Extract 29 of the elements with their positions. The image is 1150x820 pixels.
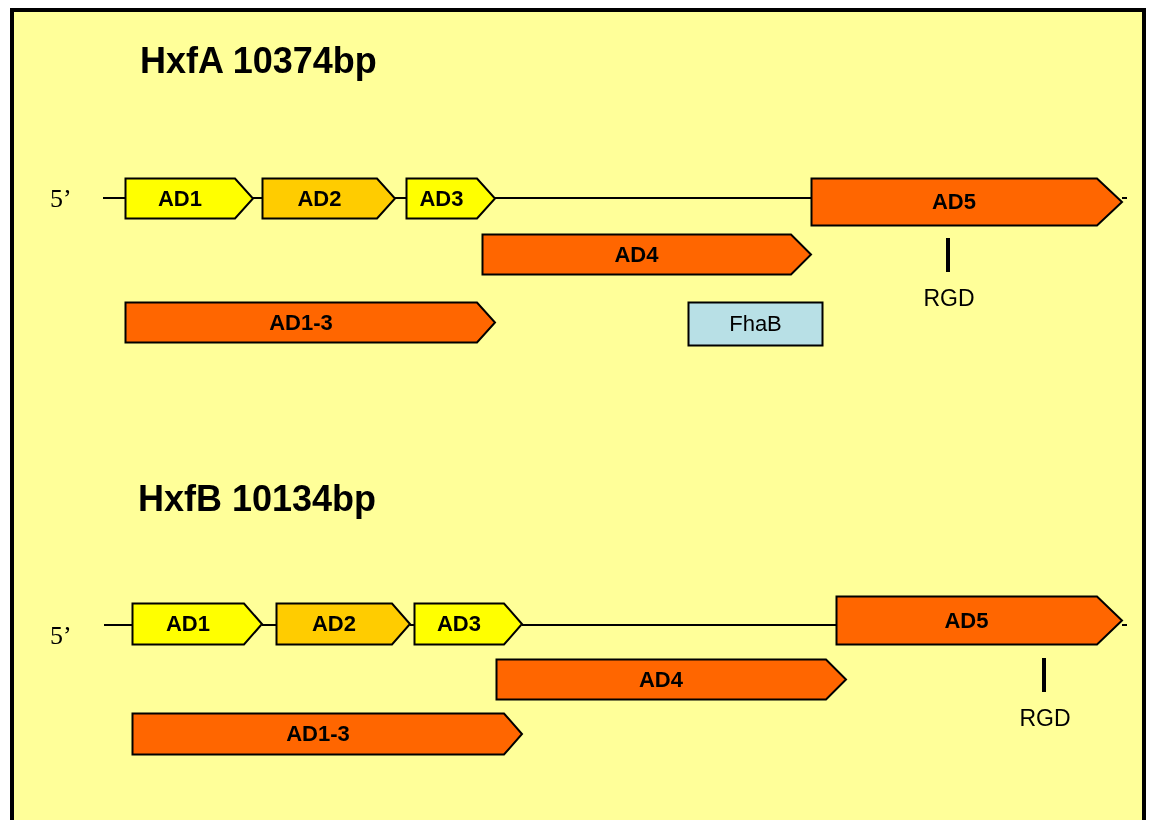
five-prime-label: 5’ [50,621,72,651]
domain-block: AD4 [496,659,846,700]
domain-block: AD2 [276,603,410,645]
domain-block: AD4 [482,234,811,275]
gene-backbone-line [494,197,812,199]
motif-label: RGD [923,285,975,312]
motif-label: RGD [1019,705,1071,732]
five-prime-label: 5’ [50,184,72,214]
domain-block: AD1-3 [125,302,495,343]
gene-backbone-line [409,624,415,626]
gene-backbone-line [103,624,133,626]
domain-block: AD1 [125,178,253,219]
gene-title: HxfB 10134bp [138,478,377,520]
domain-block: AD5 [811,178,1122,226]
gene-backbone-line [252,197,263,199]
gene-backbone-line [1121,624,1128,626]
domain-block: AD3 [406,178,495,219]
domain-block: AD1-3 [132,713,522,755]
domain-block: AD1 [132,603,262,645]
gene-backbone-line [394,197,407,199]
gene-backbone-line [1121,197,1128,199]
domain-block: AD2 [262,178,395,219]
domain-box: FhaB [688,302,823,346]
domain-block: AD3 [414,603,522,645]
domain-block: AD5 [836,596,1122,645]
gene-title: HxfA 10374bp [140,40,377,82]
gene-backbone-line [102,197,126,199]
gene-backbone-line [261,624,277,626]
gene-backbone-line [521,624,837,626]
